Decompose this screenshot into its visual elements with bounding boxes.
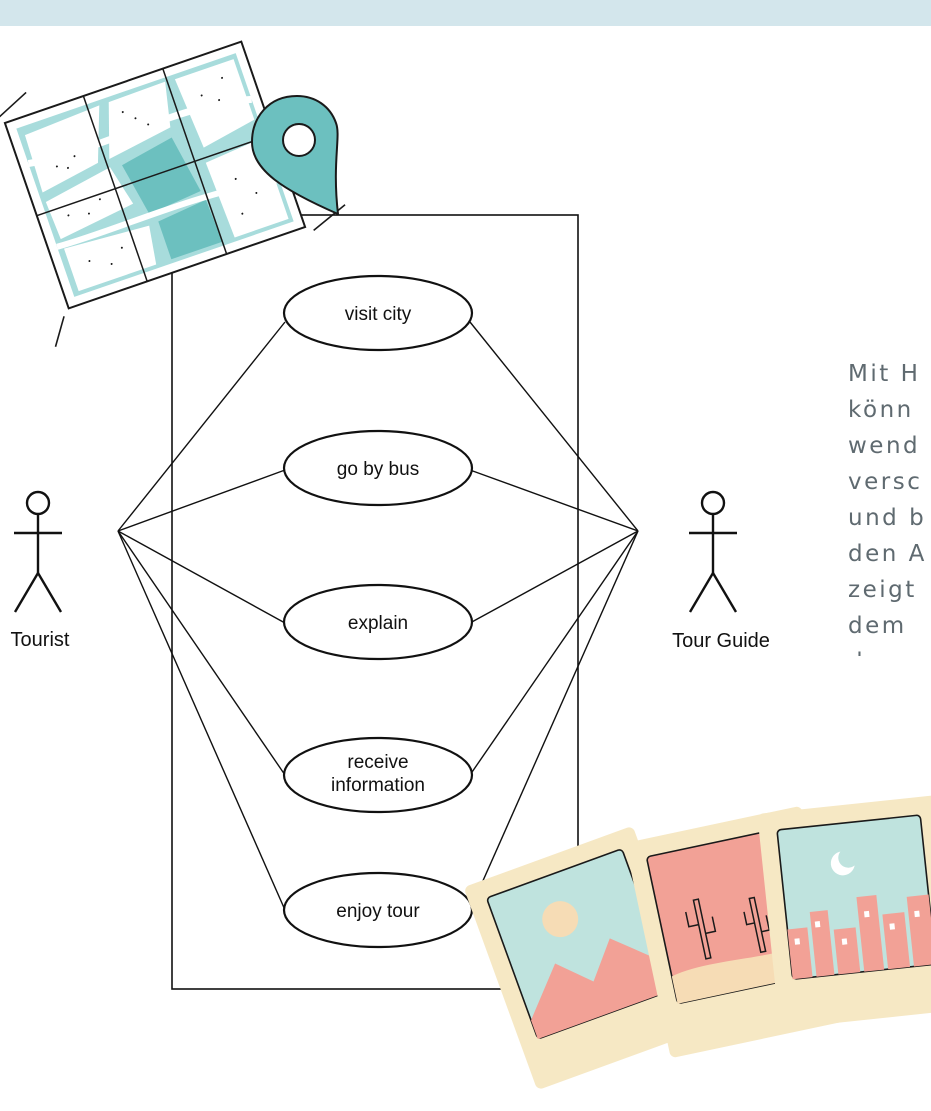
paragraph-line: dem: [848, 613, 907, 639]
top-banner: [0, 0, 931, 26]
association-line-tourist-uc4: [117, 530, 286, 776]
association-line-tourist-uc1: [117, 321, 286, 532]
stick-figure-icon: [688, 490, 738, 613]
association-line-tourist-uc2: [117, 469, 286, 532]
actor-tour-guide[interactable]: Tour Guide: [672, 490, 770, 652]
paragraph-line: Mit H: [848, 361, 921, 387]
use-case-label: visit city: [345, 304, 412, 325]
association-line-tourist-uc5: [117, 530, 286, 911]
actor-tourist[interactable]: Tourist: [11, 490, 70, 651]
paragraph-line: und b: [848, 505, 927, 531]
association-line-guide-uc3: [469, 530, 639, 624]
paragraph-line: versc: [848, 469, 923, 495]
use-case-label: explain: [348, 613, 408, 634]
actor-label: Tourist: [11, 629, 70, 651]
location-pin-icon: [250, 94, 340, 216]
map-icon: [0, 40, 346, 347]
use-case-label-line-2: information: [331, 775, 425, 796]
use-case-label: enjoy tour: [336, 901, 420, 922]
association-line-guide-uc5: [469, 530, 639, 911]
association-line-tourist-uc3: [117, 530, 286, 624]
system-boundary: [171, 214, 579, 990]
actor-label: Tour Guide: [672, 630, 770, 652]
use-case-visit-city[interactable]: visit city: [282, 274, 474, 352]
use-case-label: go by bus: [337, 459, 419, 480]
use-case-go-by-bus[interactable]: go by bus: [282, 429, 474, 507]
use-case-explain[interactable]: explain: [282, 583, 474, 661]
use-case-enjoy-tour[interactable]: enjoy tour: [282, 871, 474, 949]
paragraph-line: könn: [848, 397, 914, 423]
paragraph-line: den n: [848, 644, 931, 656]
side-paragraph: Mit H könn wend versc und b den A zeigt dem den …: [848, 356, 931, 656]
association-line-guide-uc2: [469, 469, 639, 532]
use-case-label-line-1: receive: [347, 752, 408, 773]
use-case-receive-information[interactable]: receive information: [282, 736, 474, 814]
paragraph-line: wend: [848, 433, 921, 459]
association-line-guide-uc1: [469, 321, 639, 532]
stick-figure-icon: [13, 490, 63, 613]
association-line-guide-uc4: [469, 530, 639, 776]
photo-city-icon: [757, 795, 931, 1029]
paragraph-line: den A: [848, 541, 927, 567]
paragraph-line: zeigt: [848, 577, 917, 603]
